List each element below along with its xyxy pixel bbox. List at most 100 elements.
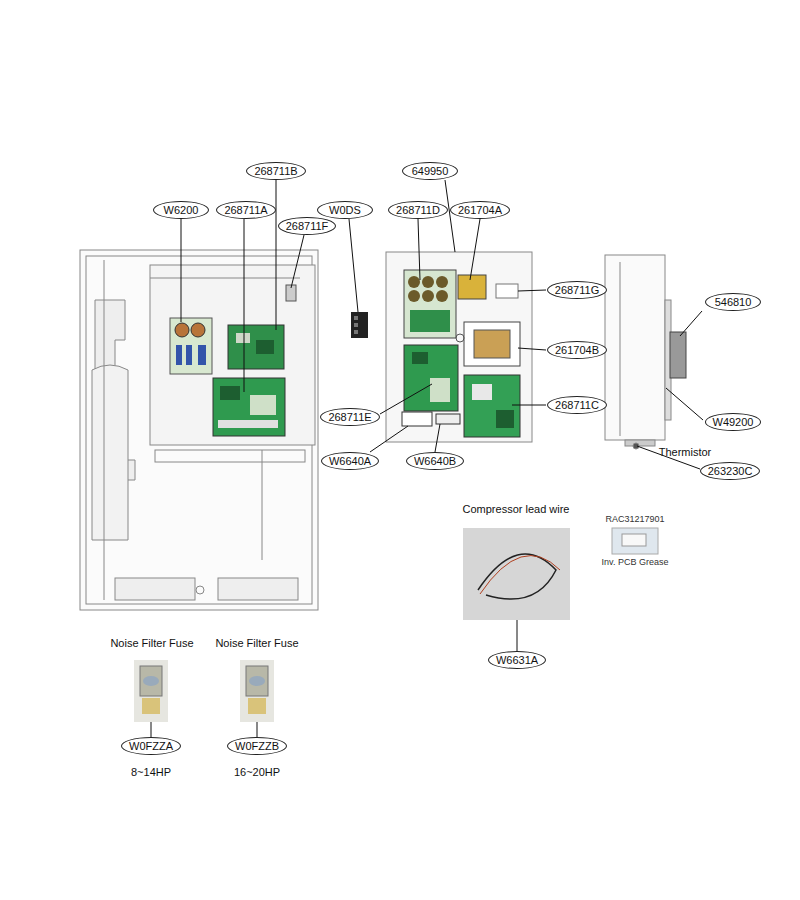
inverter-box-shape [458,275,486,299]
noise-filter-board-shape [191,323,205,337]
callout-number: W6640A [329,455,371,467]
callout-number: W0DS [329,204,361,216]
part-label: 8~14HP [131,766,171,779]
outdoor-cabinet-shape [115,578,195,600]
leader-lines-shape [470,219,480,280]
inverter-box-shape [386,252,532,442]
fuse-photos-shape [142,698,160,714]
callout-number: 268711A [224,204,267,216]
leader-lines-shape [181,219,182,322]
fuse-photos-shape [140,666,162,696]
inverter-box-shape [436,276,448,288]
callout-oval: W0FZZA [121,737,181,755]
callout-number: 268711C [555,399,599,411]
control-boards-shape [218,420,278,428]
outdoor-cabinet-shape [92,365,128,540]
w0ds-part-shape [351,312,368,338]
callout-oval: W6200 [153,201,209,219]
inverter-box-shape [422,290,434,302]
grease-photo-shape [622,534,646,546]
part-label: Thermistor [659,446,712,459]
part-label: 16~20HP [234,766,280,779]
callout-number: 261704A [458,204,502,216]
callout-number: 268711D [396,204,440,216]
leader-lines-shape [666,388,703,420]
callout-oval: 261704B [547,341,607,359]
lead-wire-photo-shape [463,528,570,620]
callout-number: W6640B [414,455,456,467]
part-label: RAC31217901 [605,513,664,526]
inverter-box-shape [410,310,450,332]
callout-oval: 263230C [700,462,761,480]
fuse-photos-shape [248,698,266,714]
part-label: Noise Filter Fuse [110,637,193,650]
side-panel-shape [605,255,665,440]
leader-lines-shape [257,722,258,737]
part-label: Compressor lead wire [463,503,570,516]
lead-wire-photo-shape [480,556,560,594]
control-boards-shape [236,333,250,343]
callout-oval: 261704A [450,201,510,219]
side-panel-shape [670,332,686,378]
callout-number: 268711G [555,284,599,296]
inverter-box-shape [436,414,460,424]
callout-oval: W6631A [488,651,546,669]
inverter-box-shape [436,290,448,302]
outdoor-cabinet-shape [218,578,298,600]
control-boards-shape [220,386,240,400]
outdoor-cabinet-shape [80,250,318,610]
inverter-box [386,252,532,442]
inverter-box-shape [496,410,514,428]
callout-oval: W6640A [321,452,379,470]
leader-lines-shape [512,405,546,406]
lead-wire-photo [463,528,570,620]
callout-oval: 268711A [216,201,275,219]
callout-oval: 649950 [402,162,458,180]
grease-photo-shape [612,528,658,554]
w0ds-part-shape [354,316,358,320]
leader-lines-shape [435,424,440,452]
fuse-photos-shape [240,660,274,722]
inverter-box-shape [472,384,492,400]
outdoor-cabinet-shape [155,450,305,462]
leader-lines-shape [518,290,546,291]
leader-lines-shape [276,180,277,330]
w0ds-part-shape [354,330,358,334]
callout-oval: 268711B [246,162,305,180]
outdoor-cabinet-shape [262,450,263,560]
callout-number: W6631A [496,654,538,666]
noise-filter-board-shape [198,345,206,365]
noise-filter-board [170,318,212,374]
inverter-box-shape [422,276,434,288]
fuse-photos-shape [249,676,265,686]
callout-number: 268711B [254,165,297,177]
fuse-photos [134,660,274,722]
callout-oval: 546810 [705,293,761,311]
part-label: Noise Filter Fuse [215,637,298,650]
side-panel [605,255,686,449]
callout-oval: 268711E [320,408,379,426]
leader-lines [151,180,703,737]
inverter-box-shape [404,270,456,338]
callout-number: W0FZZB [235,740,279,752]
callout-number: 268711E [328,411,371,423]
callout-oval: W6640B [406,452,464,470]
inverter-box-shape [408,290,420,302]
inverter-box-shape [412,352,428,364]
callout-number: 649950 [412,165,449,177]
leader-lines-shape [680,311,702,336]
control-boards-shape [256,340,274,354]
callout-oval: W0DS [317,201,373,219]
callout-number: 268711F [286,220,329,232]
callout-number: 546810 [715,296,752,308]
control-boards-shape [213,378,285,436]
callout-number: 263230C [708,465,753,477]
callout-number: 261704B [555,344,599,356]
leader-lines-shape [445,180,455,252]
w0ds-part-shape [354,323,358,327]
inverter-box-shape [408,276,420,288]
fuse-photos-shape [246,666,268,696]
leader-lines-shape [418,219,420,280]
side-panel-shape [625,440,655,446]
